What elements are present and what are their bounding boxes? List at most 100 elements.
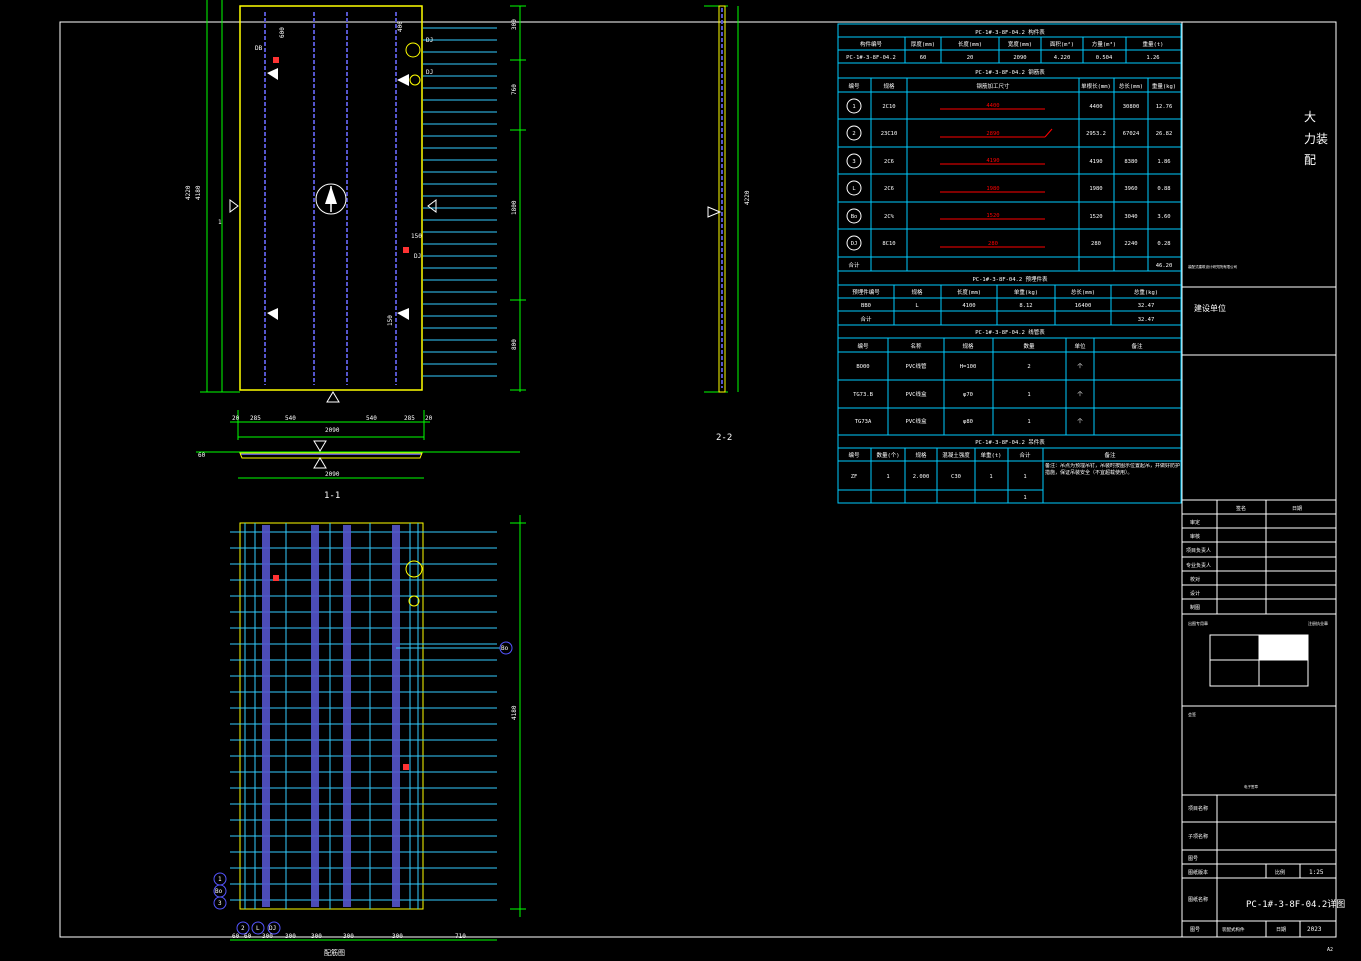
role-7: 制图 [1190, 604, 1200, 611]
plan-callout-1: DJ [426, 37, 433, 44]
lifting-r1-c4: C30 [951, 474, 961, 480]
rebar-bottom-dim-8: 710 [455, 933, 466, 940]
company-line-3: 配 [1304, 153, 1316, 167]
bottom-label-4: 2023 [1307, 926, 1322, 933]
sig-header-1: 签名 [1236, 505, 1246, 512]
pipes-h2: 名称 [910, 342, 922, 350]
rebar-r3-no: 3 [852, 159, 855, 165]
rebar-r3-shape: 4190 [986, 158, 999, 164]
role-4: 专业负责人 [1186, 562, 1211, 569]
table-texts: PC-1#-3-8F-04.2 构件表 构件编号 厚度(mm) 长度(mm) 宽… [846, 28, 1176, 501]
project-name-label: 项目名称 [1188, 805, 1208, 812]
section-1-1: 60 2090 1-1 [196, 440, 520, 501]
embedded-r1-c2: L [915, 303, 919, 309]
rebar-r5-total: 3040 [1124, 214, 1137, 220]
embedded-h4: 单重(kg) [1014, 288, 1038, 296]
rebar-bottom-dim-6: 300 [343, 933, 354, 940]
plan-overall-dim: 4220 [185, 185, 192, 200]
rebar-view: 1 Bo 3 2 L DJ Bo 4180 60 60 300 300 300 … [213, 515, 526, 957]
rebar-h2: 规格 [883, 82, 895, 90]
section-1-1-width: 2090 [325, 471, 340, 478]
component-c7: 1.26 [1146, 55, 1159, 61]
rebar-r6-no: DJ [851, 241, 858, 247]
rebar-mesh-vertical [244, 523, 419, 909]
section-1-1-thickness: 60 [198, 452, 206, 459]
component-c4: 2090 [1013, 55, 1026, 61]
component-h1: 构件编号 [860, 40, 883, 48]
section-1-1-label: 1-1 [324, 491, 340, 501]
rebar-r5-weight: 3.60 [1157, 214, 1170, 220]
pipes-r1-c4: 2 [1027, 364, 1030, 370]
embedded-r1-c1: BB0 [861, 303, 871, 309]
rebar-bottom-dim-3: 300 [262, 933, 273, 940]
truss-rebars [264, 12, 397, 385]
subproject-label: 子项名称 [1188, 833, 1208, 840]
plan-bottom-dim-1: 20 [232, 415, 240, 422]
lifting-h6: 合计 [1019, 451, 1031, 459]
plan-bottom-dim-2: 285 [250, 415, 261, 422]
design-unit-label: 建设单位 [1194, 303, 1226, 313]
lifting-r1-c3: 2.000 [913, 474, 930, 480]
section-2-2-label: 2-2 [716, 433, 732, 443]
pipes-r1-c1: BO00 [856, 364, 869, 370]
rebar-truss-bars [262, 525, 400, 907]
rebar-bottom-marker-2: L [256, 925, 260, 932]
bottom-label-3: 日期 [1276, 927, 1286, 933]
rebar-title: PC-1#-3-8F-04.2 钢筋表 [975, 68, 1045, 76]
rebar-bottom-dim-2: 60 [244, 933, 252, 940]
rebar-number-circles [846, 98, 862, 251]
plan-callout-2: DJ [426, 69, 433, 76]
rebar-r3-weight: 1.86 [1157, 159, 1170, 165]
rebar-r1-spec: 2C10 [882, 104, 895, 110]
embedded-h3: 长度(mm) [957, 288, 981, 296]
pipes-r1-c3: H=100 [960, 364, 977, 370]
plan-section-mark: 1 [218, 219, 222, 226]
embedded-r2-c1: 合计 [860, 315, 872, 323]
embedded-h5: 总长(mm) [1071, 288, 1095, 296]
component-c6: 0.504 [1096, 55, 1113, 61]
pipes-r2-c3: φ70 [963, 392, 973, 398]
pipes-h6: 备注 [1131, 342, 1143, 350]
role-3: 项目负责人 [1186, 547, 1211, 554]
component-title: PC-1#-3-8F-04.2 构件表 [975, 28, 1045, 36]
component-h3: 长度(mm) [958, 40, 982, 48]
rebar-marker-3: 3 [218, 900, 222, 907]
rebar-r3-len: 4190 [1089, 159, 1102, 165]
rebar-r4-weight: 0.88 [1157, 186, 1170, 192]
rebar-r4-len: 1980 [1089, 186, 1102, 192]
rebar-r1-weight: 12.76 [1156, 104, 1173, 110]
lifting-title: PC-1#-3-8F-04.2 吊件表 [975, 438, 1045, 446]
title-block-texts: 大 力装 配 装配式建筑设计研究院有限公司 建设单位 签名 日期 审定 审核 项… [1186, 110, 1345, 953]
lifting-h2: 数量(个) [876, 451, 899, 459]
stamp-right-label: 注册执业章 [1308, 620, 1328, 626]
rebar-h3: 钢筋加工尺寸 [976, 82, 1010, 90]
rebar-r6-spec: 8C10 [882, 241, 895, 247]
stamp-label: 出图专用章 [1188, 620, 1208, 626]
pipes-r2-c4: 1 [1027, 392, 1030, 398]
lifting-h5: 单重(t) [981, 451, 1002, 459]
rebar-r2-no: 2 [852, 131, 855, 137]
component-c1: PC-1#-3-8F-04.2 [846, 55, 896, 61]
plan-seg-4: 800 [511, 339, 518, 350]
rebar-r6-total: 2240 [1124, 241, 1137, 247]
component-h2: 厚度(mm) [911, 40, 935, 48]
rebar-r3-total: 8380 [1124, 159, 1137, 165]
lifting-r1-c6: 1 [1023, 474, 1026, 480]
plan-seg-2: 760 [511, 84, 518, 95]
embedded-r1-c5: 16400 [1075, 303, 1092, 309]
rebar-h1: 编号 [848, 82, 860, 90]
rebar-mesh-horizontal [230, 531, 497, 901]
rebar-r1-shape: 4400 [986, 103, 999, 109]
bottom-label-2: 装配式构件 [1222, 926, 1245, 933]
rebar-r1-no: 1 [852, 104, 855, 110]
rebar-marker-circles [213, 641, 513, 935]
embedded-h2: 规格 [911, 288, 923, 296]
panel-outline[interactable] [239, 5, 423, 391]
rebar-bottom-marker-3: DJ [269, 925, 276, 932]
rebar-r2-shape: 2890 [986, 131, 999, 137]
embedded-r1-c3: 4100 [962, 303, 975, 309]
plan-mesh-lines [423, 27, 497, 377]
pipes-r3-c5: 个 [1077, 418, 1083, 425]
pipes-h3: 规格 [962, 342, 974, 350]
